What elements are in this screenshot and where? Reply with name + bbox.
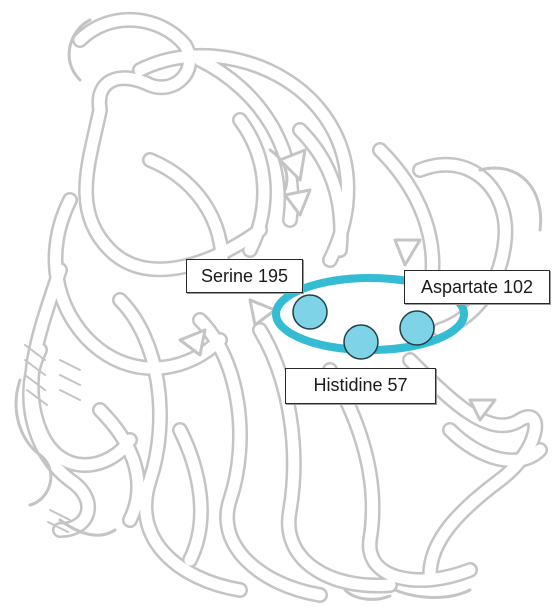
aspartate-102-label: Aspartate 102 [404, 270, 550, 304]
aspartate-102-residue [400, 311, 434, 345]
serine-195-label: Serine 195 [186, 259, 303, 293]
serine-195-residue [293, 295, 327, 329]
histidine-57-label: Histidine 57 [285, 368, 436, 404]
histidine-57-residue [344, 325, 378, 359]
